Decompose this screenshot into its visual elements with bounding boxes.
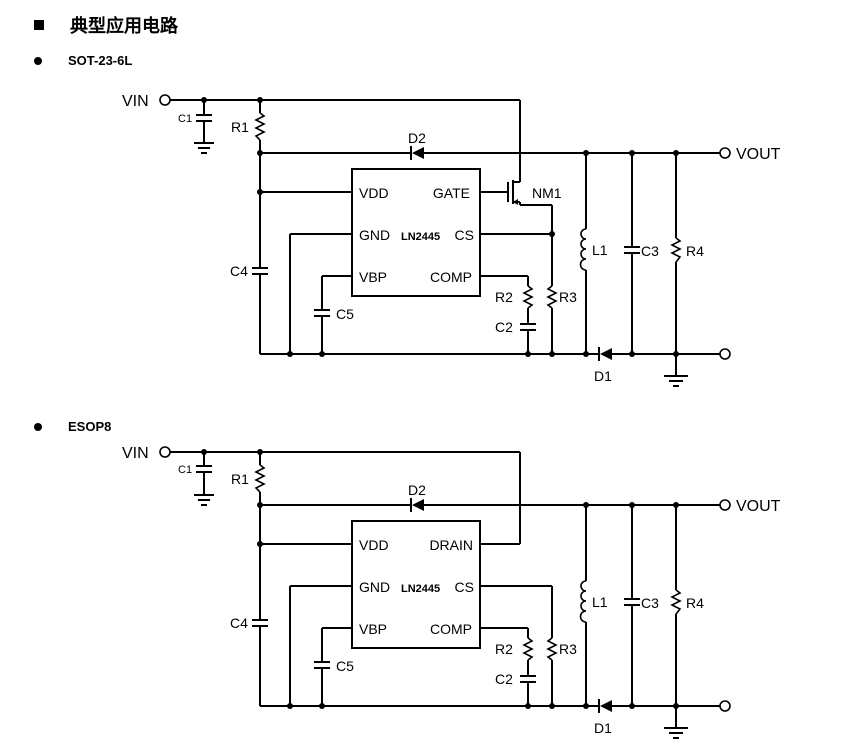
package-label-esop8: ESOP8 [34,419,111,434]
pin-cs: CS [455,227,474,243]
c4-label: C4 [230,263,248,279]
c2-label: C2 [495,671,513,687]
r1-label: R1 [231,119,249,135]
c2-label: C2 [495,319,513,335]
inductor-l1 [579,228,587,271]
capacitor-c2 [520,323,536,331]
capacitor-c3 [624,598,640,606]
d1-label: D1 [594,720,612,736]
vin-label: VIN [122,445,149,462]
bullet-icon [34,422,42,431]
pin-gnd: GND [359,227,390,243]
ic-ln2445 [351,520,481,649]
pin-vdd: VDD [359,537,389,553]
ic-name: LN2445 [401,231,440,243]
pin-vbp: VBP [359,621,387,637]
ground-icon [664,727,688,739]
r1-label: R1 [231,471,249,487]
resistor-r2 [522,285,534,309]
capacitor-c4 [250,267,270,275]
c1-label: C1 [178,464,192,476]
c5-label: C5 [336,658,354,674]
r3-label: R3 [559,641,577,657]
pin-vbp: VBP [359,269,387,285]
junctions [201,97,679,357]
r4-label: R4 [686,243,704,259]
capacitor-c1 [196,465,212,473]
ground-icon [664,375,688,387]
vout-terminal [719,147,731,159]
d1-label: D1 [594,368,612,384]
mosfet-nm1 [507,180,521,205]
capacitor-c3 [624,246,640,254]
pin-comp: COMP [430,621,472,637]
r2-label: R2 [495,289,513,305]
capacitor-c2 [520,675,536,683]
wires [170,99,720,375]
r2-label: R2 [495,641,513,657]
c5-label: C5 [336,306,354,322]
c3-label: C3 [641,595,659,611]
diode-d1 [598,699,612,713]
package-label-sot23: SOT-23-6L [34,53,132,68]
d2-label: D2 [408,130,426,146]
wires [170,451,720,727]
vin-terminal [159,446,171,458]
vin-label: VIN [122,93,149,110]
gnd-terminal [719,348,731,360]
resistor-r4 [670,589,682,615]
capacitor-c5 [314,661,330,669]
junctions [201,449,679,709]
resistor-r1 [254,112,266,141]
pin-gate: GATE [433,185,470,201]
nm1-label: NM1 [532,185,562,201]
resistor-r1 [254,464,266,493]
section-title: 典型应用电路 [70,16,178,37]
ground-icon [194,142,214,154]
vout-label: VOUT [736,146,781,163]
ic-ln2445 [351,168,481,297]
c4-label: C4 [230,615,248,631]
resistor-r4 [670,237,682,263]
c3-label: C3 [641,243,659,259]
capacitor-c4 [250,619,270,627]
capacitor-c1 [196,114,212,122]
vout-terminal [719,499,731,511]
diode-d2 [410,146,424,160]
schematic-sot23: VIN VOUT C1 R1 D2 C4 C5 VDD GND VBP GATE… [122,93,781,387]
resistor-r2 [522,637,534,661]
l1-label: L1 [592,594,608,610]
resistor-r3 [546,637,558,661]
gnd-terminal [719,700,731,712]
inductor-l1 [579,580,587,623]
pin-comp: COMP [430,269,472,285]
pin-cs: CS [455,579,474,595]
l1-label: L1 [592,242,608,258]
pin-drain: DRAIN [429,537,473,553]
vin-terminal [159,94,171,106]
bullet-icon [34,56,42,65]
diode-d1 [598,347,612,361]
d2-label: D2 [408,482,426,498]
capacitor-c5 [314,309,330,317]
section-heading: 典型应用电路 [34,12,178,38]
black-square-icon [34,20,44,30]
pin-vdd: VDD [359,185,389,201]
diode-d2 [410,498,424,512]
c1-label: C1 [178,113,192,125]
resistor-r3 [546,285,558,309]
ground-icon [194,494,214,506]
vout-label: VOUT [736,498,781,515]
ic-name: LN2445 [401,583,440,595]
r3-label: R3 [559,289,577,305]
pin-gnd: GND [359,579,390,595]
r4-label: R4 [686,595,704,611]
schematic-esop8: VIN VOUT C1 R1 D2 C4 C5 VDD GND VBP DRAI… [122,445,781,739]
